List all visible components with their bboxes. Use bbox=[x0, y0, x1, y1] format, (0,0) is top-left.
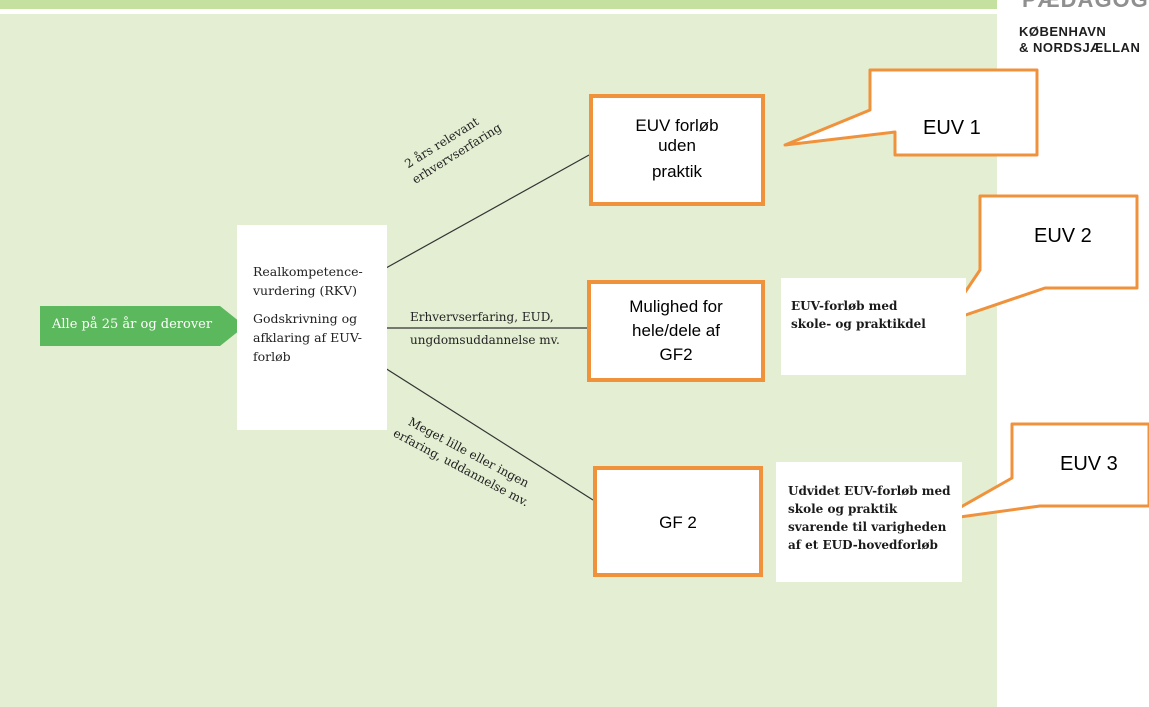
track-box-euv1: EUV forløb uden praktik bbox=[589, 94, 765, 206]
edge-label-middle: Erhvervserfaring, EUD, ungdomsuddannelse… bbox=[410, 306, 560, 352]
start-label: Alle på 25 år og derover bbox=[52, 317, 213, 332]
callout-bubble-euv2 bbox=[943, 194, 1139, 324]
description-box-euv2: EUV-forløb med skole- og praktikdel bbox=[781, 278, 966, 375]
track-euv2-text: Mulighed for hele/dele af GF2 bbox=[629, 297, 723, 364]
rkv-box: Realkompetence-vurdering (RKV) Godskrivn… bbox=[237, 225, 387, 430]
rkv-credit-text: Godskrivning og afklaring af EUV-forløb bbox=[253, 311, 362, 364]
description-box-euv3: Udvidet EUV-forløb med skole og praktik … bbox=[776, 462, 962, 582]
track-box-euv3: GF 2 bbox=[593, 466, 763, 577]
logo-line-2: & NORDSJÆLLAN bbox=[1019, 40, 1141, 55]
callout-bubble-euv1 bbox=[783, 68, 1039, 157]
top-band bbox=[0, 0, 997, 9]
description-euv2-text: EUV-forløb med skole- og praktikdel bbox=[791, 299, 926, 331]
rkv-assessment-text: Realkompetence-vurdering (RKV) bbox=[253, 264, 363, 298]
description-euv3-text: Udvidet EUV-forløb med skole og praktik … bbox=[788, 484, 951, 552]
connector-top bbox=[385, 154, 590, 269]
start-arrow: Alle på 25 år og derover bbox=[40, 306, 245, 346]
track-euv3-text: GF 2 bbox=[659, 513, 697, 532]
track-euv1-line-2: praktik bbox=[651, 162, 703, 181]
callout-label-euv1: EUV 1 bbox=[923, 117, 981, 139]
connector-bottom bbox=[384, 367, 594, 501]
logo-line-0: PÆDAGOGI bbox=[1022, 0, 1149, 13]
edge-label-middle-line-1: Erhvervserfaring, EUD, bbox=[410, 310, 554, 324]
callout-label-euv3: EUV 3 bbox=[1060, 453, 1118, 475]
track-euv1-line-1: EUV forløb uden bbox=[635, 116, 719, 155]
logo: PÆDAGOGI KØBENHAVN & NORDSJÆLLAN bbox=[1010, 0, 1149, 70]
logo-line-1: KØBENHAVN bbox=[1019, 24, 1107, 39]
edge-label-middle-line-2: ungdomsuddannelse mv. bbox=[410, 333, 560, 347]
callout-bubble-euv3 bbox=[936, 422, 1149, 522]
track-box-euv2: Mulighed for hele/dele af GF2 bbox=[587, 280, 765, 382]
callout-label-euv2: EUV 2 bbox=[1034, 225, 1092, 247]
